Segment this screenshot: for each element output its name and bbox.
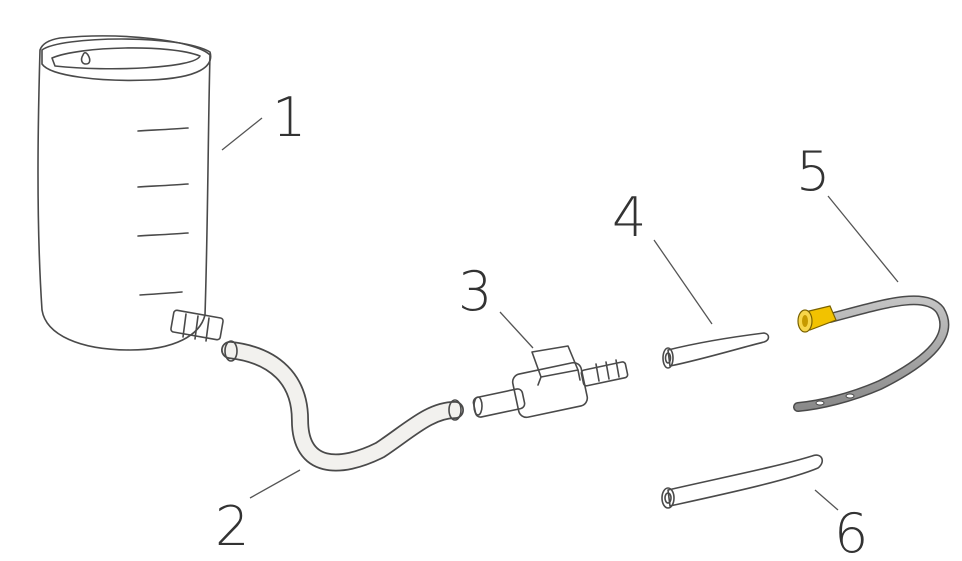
leader-line-1 <box>221 117 263 151</box>
leader-line-2 <box>249 469 301 499</box>
yellow-connector <box>797 305 837 333</box>
callout-label-5: 5 <box>796 140 830 203</box>
long-nozzle <box>661 454 824 509</box>
leader-line-3 <box>499 311 534 349</box>
callout-label-2: 2 <box>215 495 249 558</box>
callout-label-4: 4 <box>612 186 646 249</box>
hanging-hole <box>80 51 91 65</box>
leader-line-6 <box>814 489 839 511</box>
short-nozzle <box>662 332 770 369</box>
rectal-catheter <box>793 295 950 412</box>
callout-label-3: 3 <box>458 260 492 323</box>
stopcock-valve <box>472 345 629 419</box>
irrigation-container <box>37 35 224 351</box>
leader-line-5 <box>827 195 899 283</box>
callout-label-6: 6 <box>834 502 868 561</box>
leader-line-4 <box>653 239 713 325</box>
callout-label-1: 1 <box>272 86 306 149</box>
connecting-tube <box>221 340 464 472</box>
